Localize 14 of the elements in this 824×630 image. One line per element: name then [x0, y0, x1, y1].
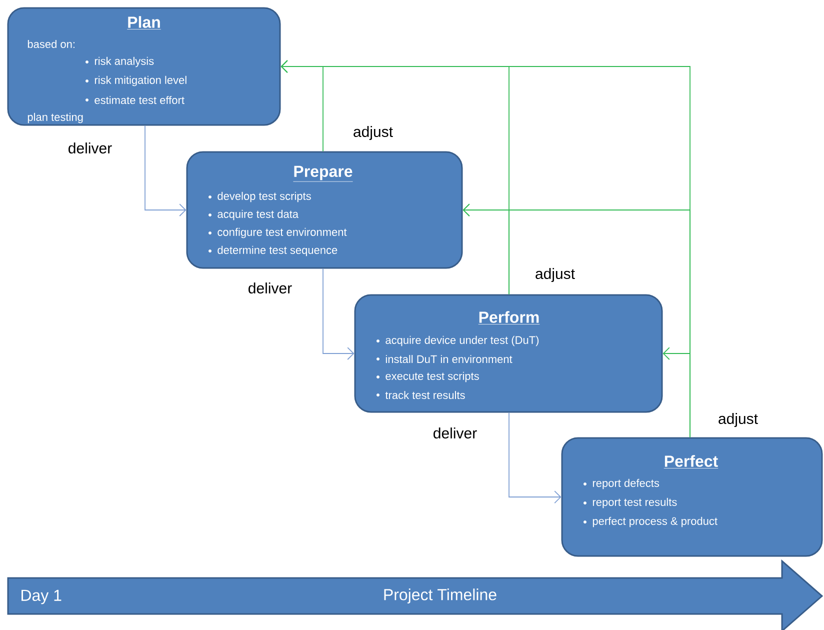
edge-label: adjust [534, 267, 576, 283]
arrow [144, 125, 186, 216]
arrow [508, 412, 562, 504]
process-box: Prepare develop test scripts acquire test data configure test environment determine test sequence [186, 151, 463, 269]
arrow [662, 347, 690, 438]
process-box: Perform acquire device under test (DuT) install DuT in environment execute test scripts track test results [354, 294, 663, 413]
edge-label: deliver [246, 282, 294, 295]
edge-label: adjust [352, 125, 394, 141]
process-box: Perfect report defects report test results perfect process & product [561, 437, 823, 557]
process-box: Plan based on: risk analysis risk mitigation level estimate test effort plan testing [7, 7, 281, 126]
arrow [322, 268, 354, 360]
edge-label: deliver [66, 142, 114, 155]
edge-label: deliver [432, 426, 478, 440]
edge-label: adjust [717, 412, 760, 428]
